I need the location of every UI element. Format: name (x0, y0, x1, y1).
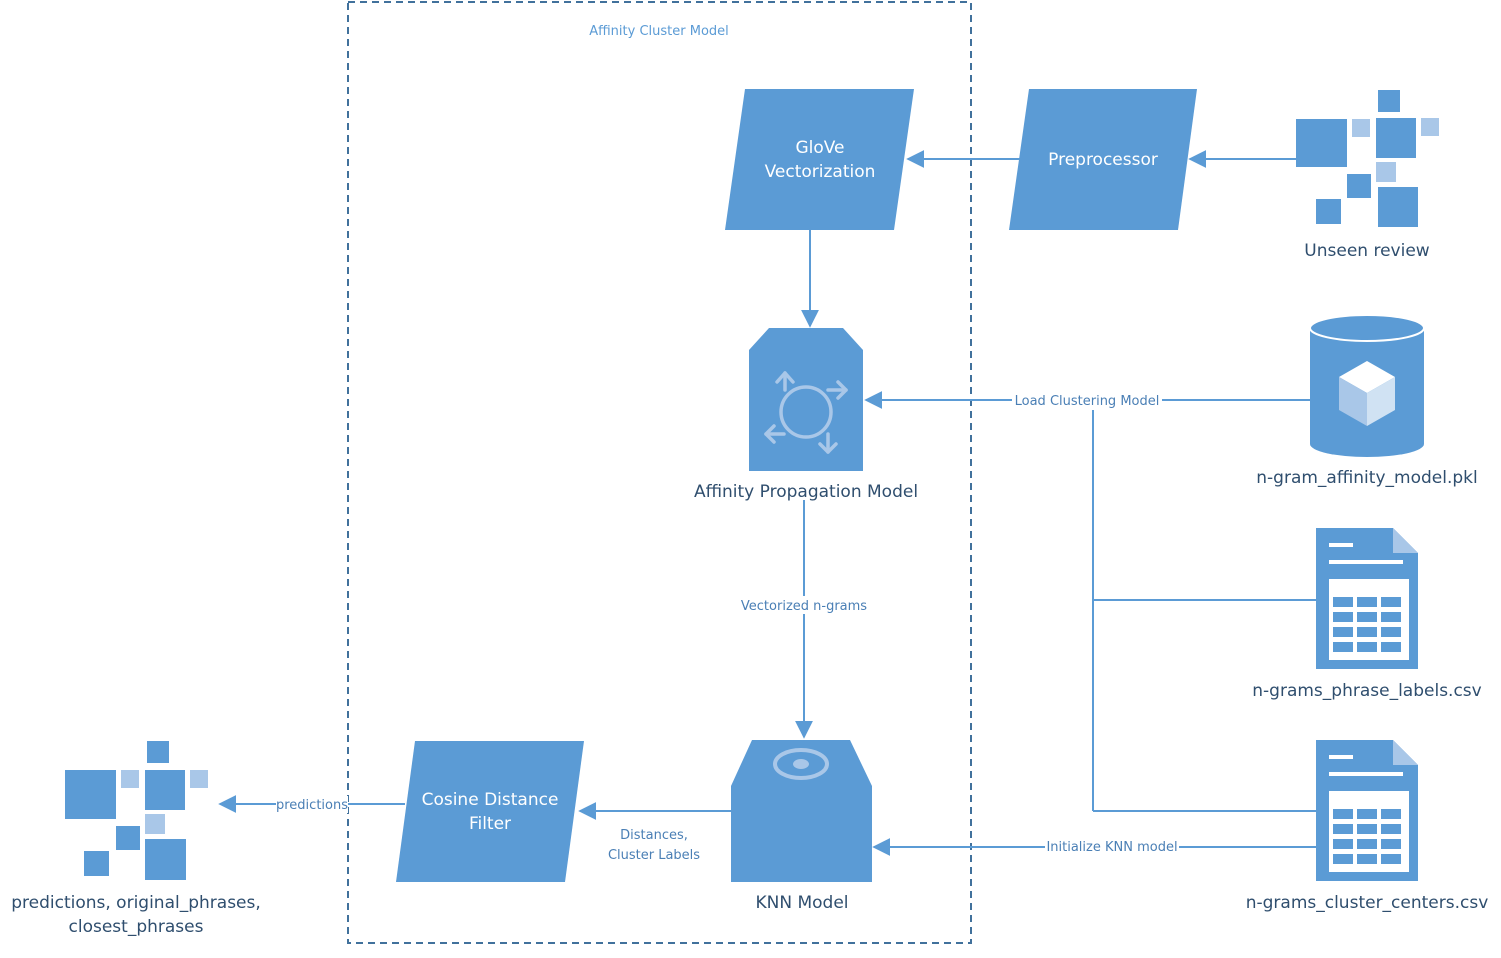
phrase-labels-label: n-grams_phrase_labels.csv (1252, 681, 1481, 701)
node-knn-model[interactable]: KNN Model (731, 740, 872, 913)
node-unseen-review[interactable]: Unseen review (1296, 90, 1439, 261)
cosine-line1: Cosine Distance (422, 790, 559, 810)
output-line1: predictions, original_phrases, (11, 893, 261, 913)
node-affinity-propagation[interactable]: Affinity Propagation Model (694, 328, 918, 502)
affinity-model-label: Affinity Propagation Model (694, 482, 918, 502)
node-output[interactable]: predictions, original_phrases, closest_p… (11, 741, 261, 937)
affinity-pkl-label: n-gram_affinity_model.pkl (1256, 468, 1477, 488)
node-cosine-filter[interactable]: Cosine Distance Filter (396, 741, 584, 882)
glove-line2: Vectorization (765, 162, 876, 182)
cycle-arrows-icon (764, 371, 848, 454)
cluster-centers-label: n-grams_cluster_centers.csv (1246, 893, 1489, 913)
node-cluster-centers-csv[interactable]: n-grams_cluster_centers.csv (1246, 740, 1489, 913)
data-blocks-icon (1296, 90, 1439, 227)
output-line2: closest_phrases (69, 917, 204, 937)
data-blocks-icon (65, 741, 208, 880)
edge-label-vectorized: Vectorized n-grams (741, 599, 867, 614)
unseen-review-label: Unseen review (1304, 241, 1429, 261)
edge-label-init-knn: Initialize KNN model (1046, 840, 1177, 855)
node-glove-vectorization[interactable]: GloVe Vectorization (725, 89, 914, 230)
node-phrase-labels-csv[interactable]: n-grams_phrase_labels.csv (1252, 528, 1482, 701)
edge-label-distances-1: Distances, (620, 828, 688, 843)
preprocessor-label: Preprocessor (1048, 150, 1158, 170)
target-icon (773, 748, 829, 780)
cosine-line2: Filter (469, 814, 511, 834)
container-label: Affinity Cluster Model (589, 24, 729, 39)
node-affinity-pkl[interactable]: n-gram_affinity_model.pkl (1256, 314, 1478, 488)
glove-line1: GloVe (795, 138, 844, 158)
knn-model-label: KNN Model (755, 893, 848, 913)
affinity-cluster-container (347, 1, 972, 944)
edge-label-predictions: predictions (276, 798, 348, 813)
edge-label-load-clustering: Load Clustering Model (1015, 394, 1160, 409)
cube-icon (1339, 361, 1395, 426)
edge-label-distances-2: Cluster Labels (608, 848, 700, 863)
node-preprocessor[interactable]: Preprocessor (1009, 89, 1197, 230)
